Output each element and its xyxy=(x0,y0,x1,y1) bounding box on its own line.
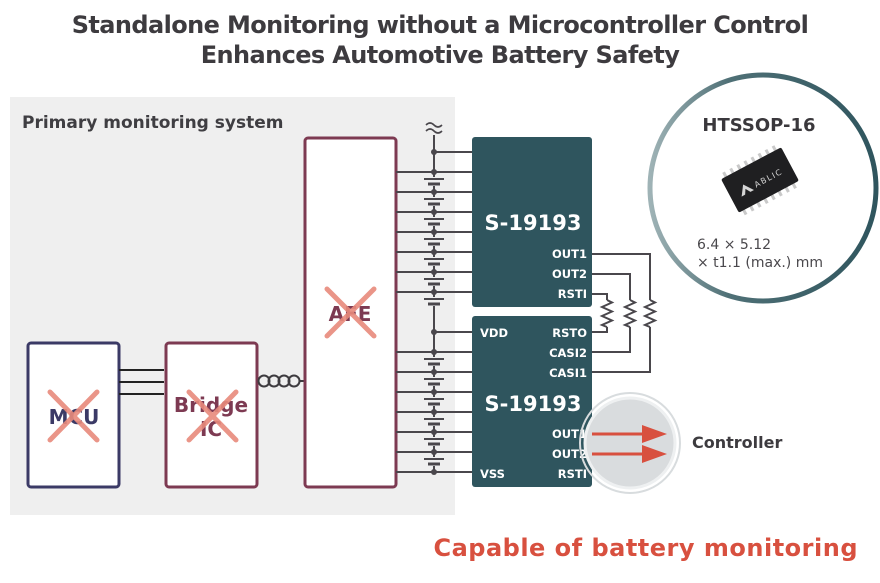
battery-cell-icon xyxy=(422,217,446,226)
battery-stack xyxy=(396,135,472,475)
mcu-block: MCU xyxy=(26,341,121,489)
battery-cell-icon xyxy=(422,277,446,286)
primary-system-label: Primary monitoring system xyxy=(22,113,283,133)
pin-out1-top: OUT1 xyxy=(552,247,587,261)
pin-rsto: RSTO xyxy=(552,326,587,340)
package-callout: HTSSOP-16 ABLIC 6.4 × 5.12 × t1.1 (max.)… xyxy=(647,72,879,304)
package-dimensions-line-1: 6.4 × 5.12 xyxy=(697,237,771,253)
mcu-bridge-bus xyxy=(119,369,164,395)
ic-package-icon: ABLIC xyxy=(721,145,799,216)
pull-resistor-icon xyxy=(642,299,658,328)
battery-cell-icon xyxy=(422,257,446,266)
break-symbol-icon xyxy=(425,122,443,134)
controller-label: Controller xyxy=(692,433,782,452)
afe-block: AFE xyxy=(303,136,398,489)
pin-out2-top: OUT2 xyxy=(552,267,587,281)
chip-top-name: S-19193 xyxy=(485,211,582,235)
package-title: HTSSOP-16 xyxy=(702,115,815,136)
s19193-chip-top: S-19193 OUT1 OUT2 RSTI xyxy=(472,137,592,307)
junction-dot xyxy=(431,209,437,215)
battery-cell-icon xyxy=(422,297,446,306)
junction-dot xyxy=(431,289,437,295)
junction-dot xyxy=(431,249,437,255)
junction-dot xyxy=(431,469,437,475)
cross-icon xyxy=(47,389,100,443)
output-arrow-icon xyxy=(592,445,667,463)
cross-icon xyxy=(186,389,239,443)
junction-dot xyxy=(431,149,437,155)
junction-dot xyxy=(431,409,437,415)
junction-dot xyxy=(431,169,437,175)
pin-casi2: CASI2 xyxy=(549,346,587,360)
isolation-coil-icon xyxy=(257,374,305,388)
pull-resistor-icon xyxy=(622,299,638,328)
junction-dot xyxy=(431,329,437,335)
pin-vss: VSS xyxy=(480,467,505,481)
battery-cell-icon xyxy=(422,237,446,246)
pin-vdd: VDD xyxy=(480,326,508,340)
caption: Capable of battery monitoring xyxy=(433,534,858,562)
junction-dot xyxy=(431,369,437,375)
pull-resistor-icon xyxy=(599,299,615,328)
battery-cell-icon xyxy=(422,177,446,186)
battery-cell-icon xyxy=(422,457,446,466)
junction-dot xyxy=(431,269,437,275)
battery-cell-icon xyxy=(422,377,446,386)
junction-dot xyxy=(431,389,437,395)
pin-casi1: CASI1 xyxy=(549,366,587,380)
package-dimensions-line-2: × t1.1 (max.) mm xyxy=(697,255,823,271)
s19193-chip-bottom: VDD VSS S-19193 RSTO CASI2 CASI1 OUT1 OU… xyxy=(472,316,592,487)
pin-out2-bottom: OUT2 xyxy=(552,447,587,461)
battery-cell-icon xyxy=(422,197,446,206)
chip-bottom-name: S-19193 xyxy=(485,392,582,416)
battery-cell-icon xyxy=(422,437,446,446)
output-arrow-icon xyxy=(592,425,667,443)
battery-cell-icon xyxy=(422,417,446,426)
title-line-1: Standalone Monitoring without a Microcon… xyxy=(72,11,808,39)
battery-cell-icon xyxy=(422,397,446,406)
bridge-ic-block: Bridge IC xyxy=(164,341,259,489)
cross-icon xyxy=(324,286,377,339)
pin-rsti-top: RSTI xyxy=(558,287,587,301)
controller-target xyxy=(579,392,681,494)
junction-dot xyxy=(431,189,437,195)
junction-dot xyxy=(431,429,437,435)
junction-dot xyxy=(431,349,437,355)
battery-cell-icon xyxy=(422,357,446,366)
pin-out1-bottom: OUT1 xyxy=(552,427,587,441)
junction-dot xyxy=(431,229,437,235)
junction-dot xyxy=(431,449,437,455)
pin-rsti-bottom: RSTI xyxy=(558,467,587,481)
cascade-wiring xyxy=(592,253,651,373)
title-line-2: Enhances Automotive Battery Safety xyxy=(201,41,681,69)
